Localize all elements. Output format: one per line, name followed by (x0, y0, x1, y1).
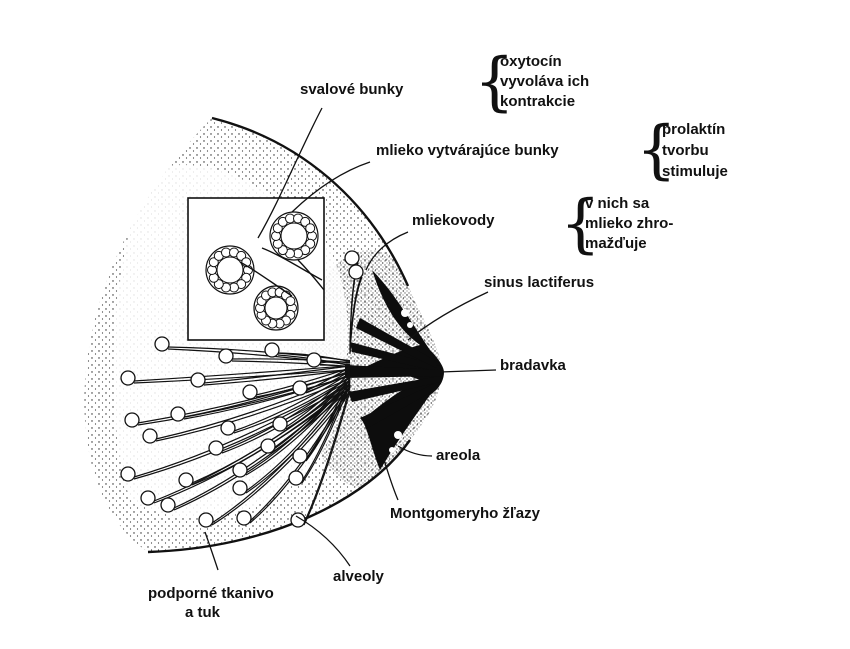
alveolus-14 (120, 466, 136, 482)
duct-wall-26 (349, 276, 363, 354)
duct-wall-23 (249, 390, 351, 524)
alveolus-1 (218, 348, 234, 364)
duct-wall-11 (155, 377, 351, 442)
note-mliekovody-line-2: mlieko zhro- (585, 215, 674, 232)
duct-wall-22 (211, 390, 351, 526)
duct-19 (245, 381, 351, 492)
alveolus-2 (264, 342, 280, 358)
alveolus-11 (142, 428, 158, 444)
alveolus-lumen-1 (280, 222, 308, 250)
alveolus-10 (272, 416, 288, 432)
duct-21 (153, 383, 351, 502)
brace-mliekovody: { (560, 187, 601, 261)
alveolus-lumen-0 (216, 256, 244, 284)
duct-wall-3 (133, 369, 351, 384)
duct-4 (203, 365, 351, 384)
alveolus-22 (198, 512, 214, 528)
alveolus-25 (344, 250, 360, 266)
label-sinus-lactiferus: sinus lactiferus (484, 274, 595, 291)
duct-wall-27 (319, 364, 351, 368)
alveolus-lumen-2 (264, 296, 288, 320)
lactiferous-ducts (133, 260, 363, 526)
alveolus-3 (120, 370, 136, 386)
note-oxytocin-line-3: kontrakcie (500, 93, 576, 110)
duct-wall-21 (153, 387, 351, 504)
magnified-inset (187, 197, 325, 341)
note-prolaktin-line-1: prolaktín (662, 121, 726, 138)
alveolus-24 (290, 512, 306, 528)
duct-23 (249, 386, 351, 522)
label-montgomeryho-zlazy: Montgomeryho žľazy (390, 505, 540, 522)
alveolus-13 (260, 438, 276, 454)
alveolus-6 (292, 380, 308, 396)
duct-14 (133, 379, 351, 478)
note-oxytocin-line-1: oxytocín (500, 53, 562, 70)
secretory-cell (305, 223, 316, 234)
duct-8 (183, 370, 351, 418)
duct-6 (305, 366, 351, 392)
alveoli-group (120, 250, 364, 528)
label-a-tuk: a tuk (185, 604, 221, 621)
alveolus-0 (154, 336, 170, 352)
brace-oxytocin: { (474, 45, 515, 119)
alveolus-21 (140, 490, 156, 506)
alveolus-23 (236, 510, 252, 526)
alveolus-cell-rings (205, 211, 319, 331)
label-podporne-tkanivo: podporné tkanivo (148, 585, 274, 602)
duct-22 (211, 386, 351, 524)
alveolus-15 (178, 472, 194, 488)
alveolus-26 (348, 264, 364, 280)
alveolus-9 (220, 420, 236, 436)
duct-11 (155, 373, 351, 440)
alveolus-19 (232, 480, 248, 496)
alveolus-7 (124, 412, 140, 428)
duct-wall-8 (183, 374, 351, 420)
duct-wall-24 (303, 390, 351, 526)
label-bradavka: bradavka (500, 357, 566, 374)
duct-wall-14 (133, 383, 351, 480)
muscle-cell-layer (269, 211, 319, 261)
alveolus-12 (208, 440, 224, 456)
alveolus-8 (170, 406, 186, 422)
note-prolaktin-line-3: stimuluje (662, 163, 728, 180)
note-oxytocin-line-2: vyvoláva ich (500, 73, 590, 90)
label-mlieko-vytvarajuce-bunky: mlieko vytvárajúce bunky (376, 142, 559, 159)
label-alveoly: alveoly (333, 568, 384, 585)
note-mliekovody-line-3: mažďuje (585, 235, 647, 252)
duct-wall-4 (203, 369, 351, 386)
alveolus-27 (306, 352, 322, 368)
alveolus-5 (242, 384, 258, 400)
secretory-cell (285, 296, 296, 307)
duct-27 (319, 361, 351, 364)
label-areola: areola (436, 447, 481, 464)
alveolus-4 (190, 372, 206, 388)
duct-wall-18 (173, 388, 351, 511)
label-svalove-bunky: svalové bunky (300, 81, 404, 98)
brace-prolaktin: { (636, 113, 677, 187)
alveolus-17 (288, 470, 304, 486)
alveolus-18 (160, 497, 176, 513)
duct-9 (233, 372, 351, 432)
note-prolaktin-line-2: tvorbu (662, 142, 709, 159)
alveolus-20 (292, 448, 308, 464)
label-mliekovody: mliekovody (412, 212, 495, 229)
alveolus-16 (232, 462, 248, 478)
nipple-ducts (345, 318, 442, 428)
duct-3 (133, 365, 351, 382)
duct-24 (303, 386, 351, 524)
leader-lines (204, 107, 497, 571)
note-mliekovody-line-1: v nich sa (585, 195, 650, 212)
